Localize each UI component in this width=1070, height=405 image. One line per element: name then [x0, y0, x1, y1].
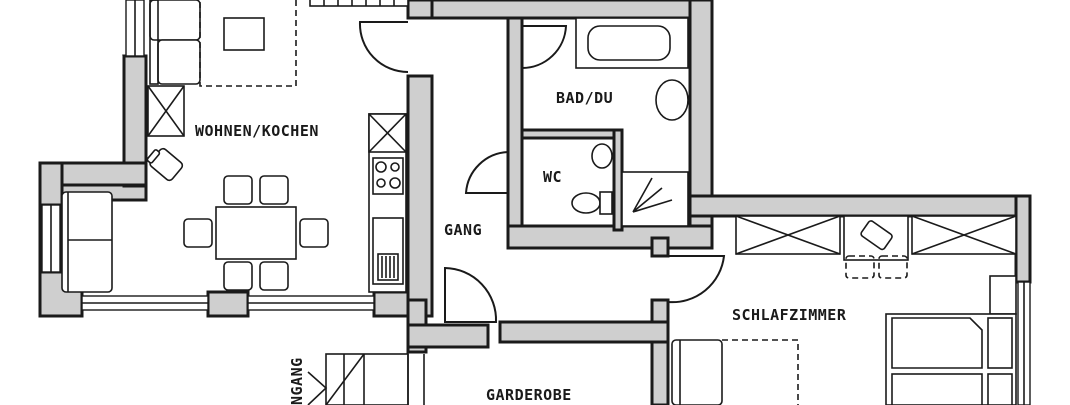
stool	[878, 255, 908, 279]
nightstand	[989, 275, 1017, 315]
sofa-left	[61, 191, 113, 293]
room-label-eingang: NGANG	[288, 357, 306, 405]
wall-bath-west	[506, 16, 524, 240]
wall-bedroom-door-jamb	[650, 236, 670, 258]
walls	[38, 0, 1032, 405]
door-gang-south	[444, 266, 498, 323]
coffee-table	[223, 17, 265, 51]
bedroom-sofa	[671, 339, 723, 405]
wall-bedroom-west	[650, 298, 670, 405]
stool	[845, 255, 875, 279]
rug	[199, 0, 297, 87]
armchair	[146, 147, 184, 182]
wall-gang-west	[406, 74, 434, 318]
dining-table	[215, 206, 297, 260]
chair	[223, 261, 253, 291]
door-bath	[521, 25, 568, 70]
washbasin	[655, 79, 689, 121]
furniture-bath	[571, 17, 689, 227]
room-label-garderobe: GARDEROBE	[486, 386, 572, 404]
sofa-seat	[157, 39, 201, 85]
chair	[259, 175, 289, 205]
wall-bath-south	[506, 224, 714, 250]
chair	[259, 261, 289, 291]
desk-chair	[860, 220, 893, 251]
door-bedroom	[667, 255, 726, 304]
room-label-wohnen-kochen: WOHNEN/KOCHEN	[195, 122, 319, 140]
pillow	[891, 317, 983, 369]
wall-living-south-pier	[206, 290, 250, 318]
windows	[41, 0, 1031, 405]
wall-bath-north	[430, 0, 714, 20]
wall-living-se-pier	[372, 290, 412, 318]
chair	[183, 218, 213, 248]
room-label-gang: GANG	[444, 221, 482, 239]
wc-basin	[591, 143, 613, 169]
wall-wc-north	[520, 128, 624, 140]
furniture-living	[61, 0, 409, 293]
toilet	[571, 192, 601, 214]
shower	[621, 171, 689, 227]
wall-gang-west-top	[406, 0, 434, 20]
entrance	[307, 353, 425, 405]
wall-wc-east	[612, 128, 624, 232]
room-label-wc: WC	[543, 168, 562, 186]
chair	[223, 175, 253, 205]
room-label-bad-du: BAD/DU	[556, 89, 613, 107]
bedroom-rug	[722, 339, 799, 405]
door-living-north	[358, 21, 409, 74]
wall-garderobe-north-west	[406, 323, 490, 349]
chair	[299, 218, 329, 248]
stairs-top	[309, 0, 409, 7]
door-wc	[464, 151, 509, 194]
furniture-bedroom	[671, 215, 1017, 405]
wall-garderobe-north	[498, 320, 670, 344]
wall-living-jog-corner	[38, 161, 64, 207]
wall-bedroom-north	[688, 194, 1032, 218]
room-label-schlafzimmer: SCHLAFZIMMER	[732, 306, 847, 324]
shower-head-icon	[632, 177, 673, 213]
entrance-arrow-icon	[307, 371, 328, 405]
wall-bedroom-ne	[1014, 194, 1032, 284]
